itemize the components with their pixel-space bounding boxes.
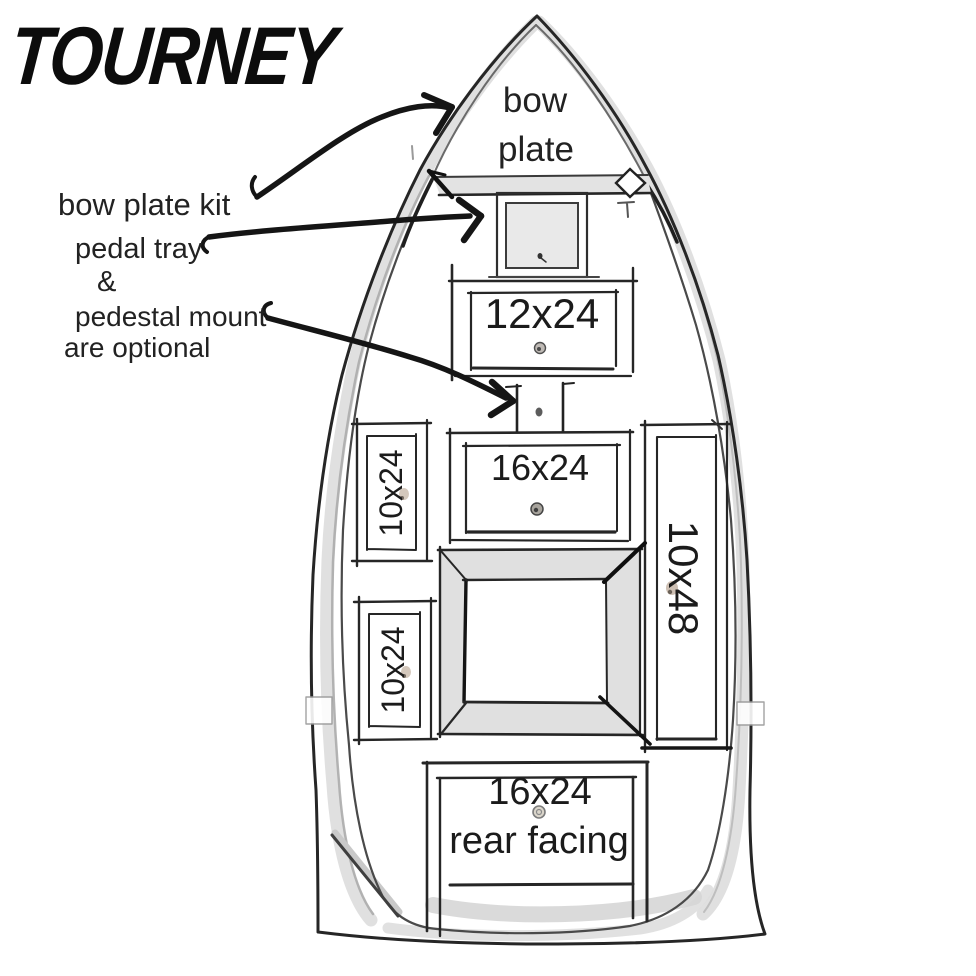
recess-corner-bl (439, 701, 468, 736)
hatch-12x24-label: 12x24 (485, 290, 599, 337)
recess-corner-tr (602, 541, 647, 584)
left-gunwale-notch (305, 696, 333, 725)
recess-corner-tl (440, 550, 468, 582)
callout-pedestal-mount: pedestal mount (75, 301, 267, 332)
callout-are-optional: are optional (64, 332, 210, 363)
bow-inner-left (431, 24, 537, 179)
hatch-16x24-rear-sublabel: rear facing (449, 820, 629, 862)
hatch-10x48 (639, 419, 733, 754)
hatch-knob (666, 581, 678, 595)
arrow-pedestal-mount (261, 301, 517, 419)
callout-pedal-tray: pedal tray (75, 233, 203, 265)
hatch-knob (399, 488, 409, 500)
hull-outer-line (309, 14, 767, 946)
bow-inner-right (535, 24, 647, 181)
arrow-bow-plate-kit (249, 92, 455, 200)
bow-plate (426, 167, 654, 218)
pedestal-mount (505, 381, 575, 434)
brand-logo: TOURNEY (7, 11, 346, 103)
callout-ampersand: & (97, 266, 116, 298)
pedal-tray-hatch (488, 191, 600, 279)
bow-plate-right-cap (614, 167, 647, 199)
hatch-knob (532, 805, 546, 819)
callout-bow-plate-kit: bow plate kit (58, 187, 231, 222)
hatch-10x24-lower (352, 595, 439, 746)
left-gunwale-dark (401, 178, 434, 248)
left-stern-diagonal (330, 833, 400, 918)
hatch-10x24-lower-label: 10x24 (375, 626, 411, 713)
hatch-knob (533, 341, 547, 355)
hatch-knob (535, 407, 543, 417)
hatch-10x48-label: 10x48 (660, 521, 707, 635)
bow-plate-left-cap (426, 168, 455, 200)
bow-plate-band (433, 175, 651, 195)
hatch-16x24-mid (445, 427, 635, 545)
hatch-16x24-rear-label: 16x24 (488, 771, 592, 813)
bow-plate-label-line1: bow (503, 81, 568, 120)
hatch-12x24 (447, 263, 639, 382)
recess-corner-br (598, 695, 652, 746)
right-gunwale-notch (736, 701, 765, 726)
bow-plate-label-line2: plate (498, 130, 574, 169)
hatch-knob (537, 253, 547, 263)
hatch-16x24-mid-label: 16x24 (491, 447, 589, 488)
center-recess-box (436, 541, 652, 746)
hatch-10x24-upper-label: 10x24 (373, 449, 409, 536)
hatch-10x24-upper (350, 417, 434, 568)
arrow-pedal-tray (200, 196, 485, 254)
hatch-16x24-rear (421, 760, 650, 938)
hatch-knob (401, 666, 411, 678)
hatch-knob (530, 502, 544, 516)
annotation-arrows (200, 92, 517, 419)
